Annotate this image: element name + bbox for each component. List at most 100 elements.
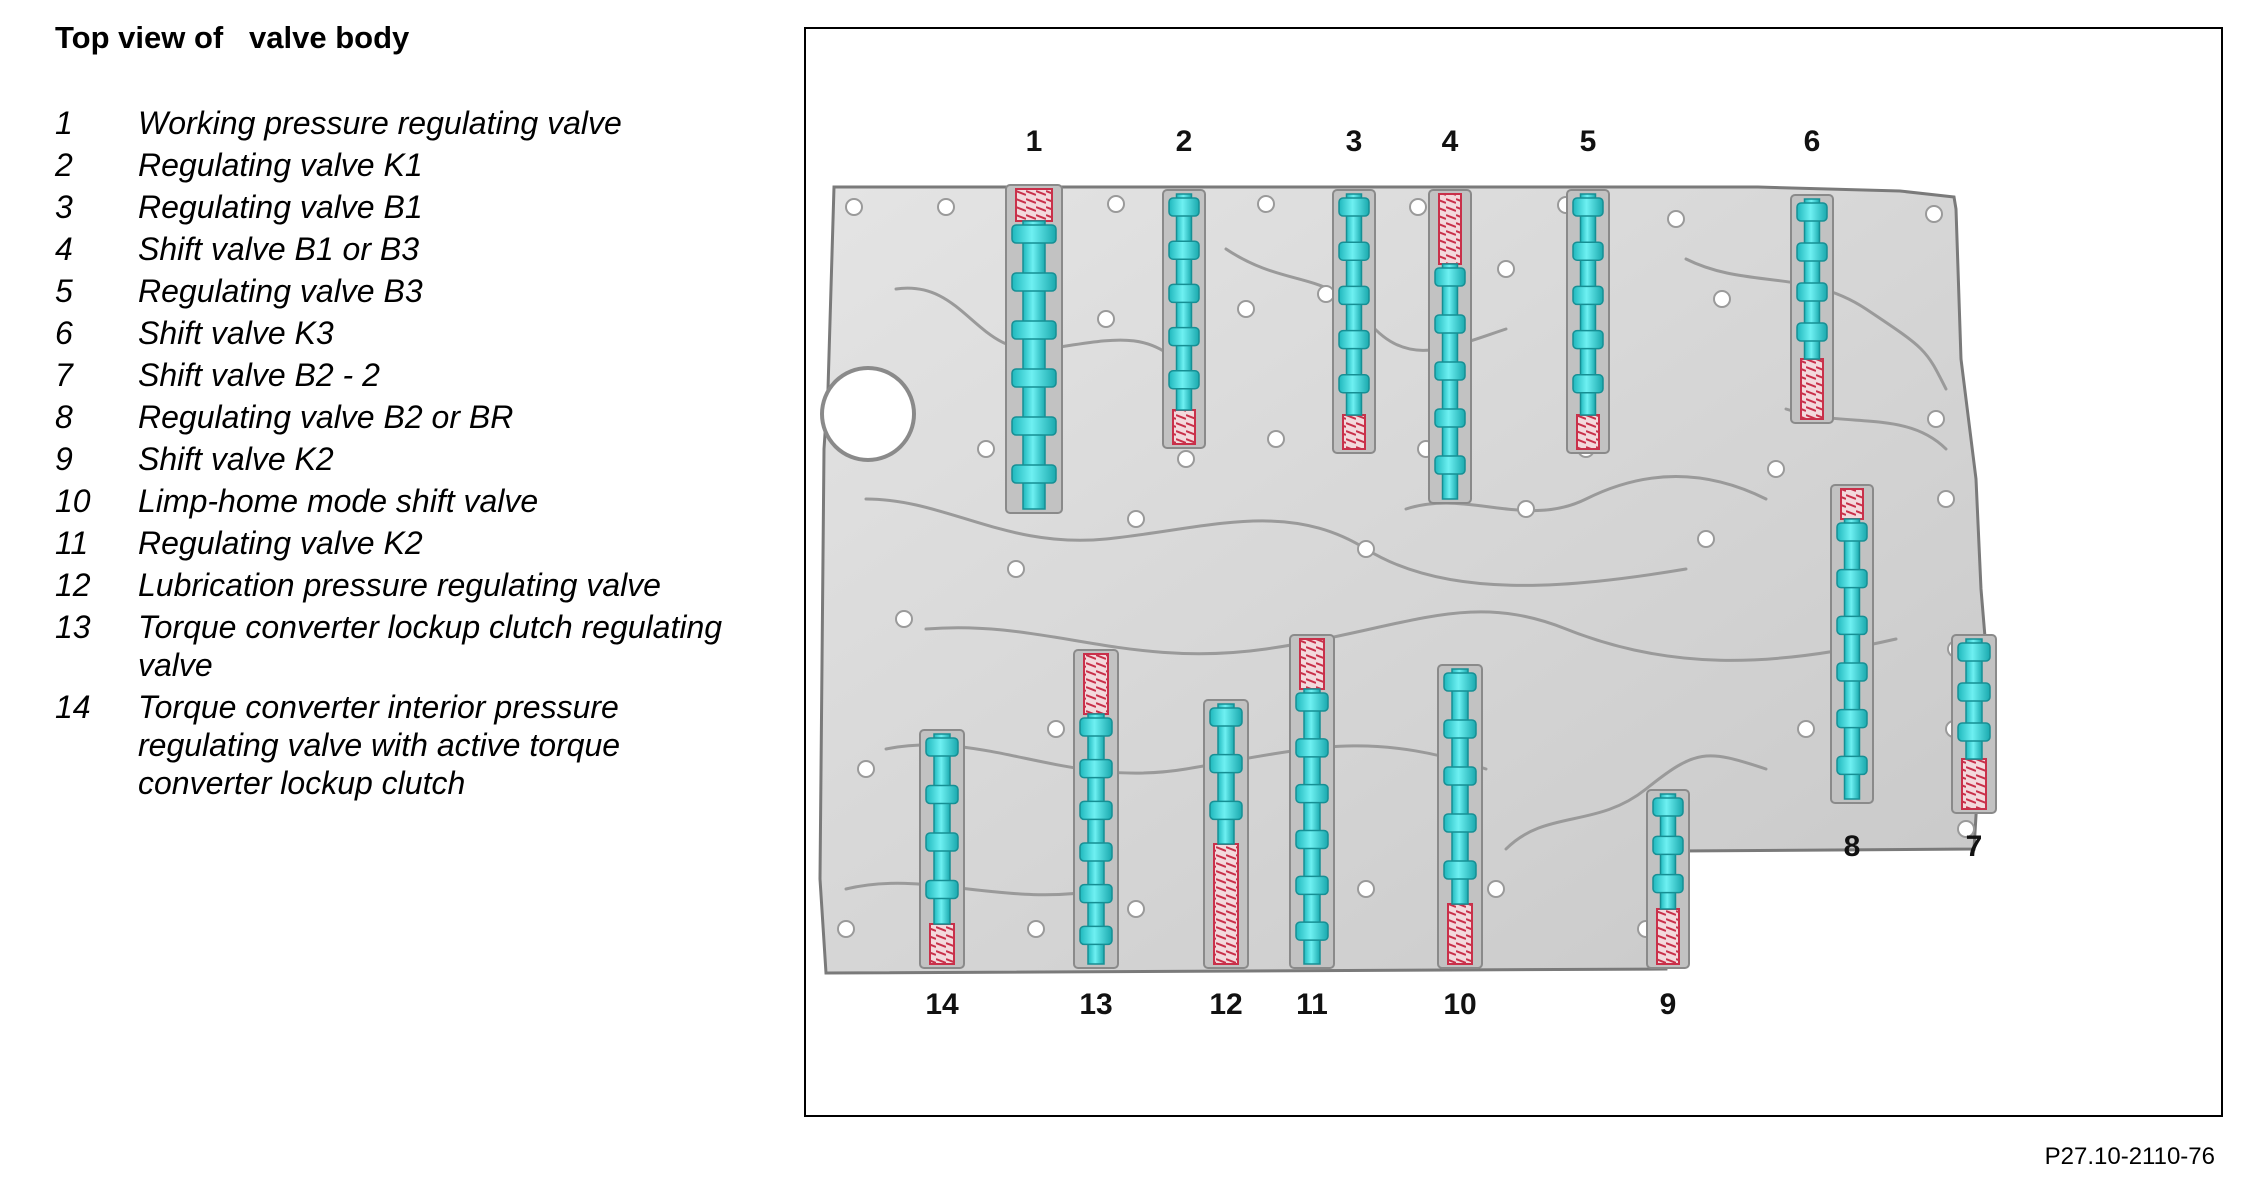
valve-spool bbox=[1203, 699, 1249, 969]
legend-number: 9 bbox=[55, 441, 73, 477]
plate-hole bbox=[1937, 490, 1955, 508]
page-title: Top view of valve body bbox=[55, 20, 410, 55]
callout-label: 6 bbox=[1804, 125, 1821, 158]
valve-spool bbox=[1332, 189, 1376, 454]
legend-number: 8 bbox=[55, 399, 73, 435]
legend-number: 10 bbox=[55, 483, 91, 519]
plate-hole bbox=[1097, 310, 1115, 328]
plate-hole bbox=[845, 198, 863, 216]
legend-number: 13 bbox=[55, 609, 91, 645]
legend-number: 7 bbox=[55, 357, 73, 393]
plate-hole bbox=[1357, 540, 1375, 558]
plate-hole bbox=[1007, 560, 1025, 578]
callout-label: 9 bbox=[1660, 988, 1677, 1021]
valve-spool bbox=[1073, 649, 1119, 969]
legend-item: 7 Shift valve B2 - 2 bbox=[55, 356, 755, 394]
legend-item: 14 Torque converter interior pressure reg… bbox=[55, 688, 755, 802]
plate-hole bbox=[1127, 510, 1145, 528]
legend-item: 11 Regulating valve K2 bbox=[55, 524, 755, 562]
legend-text: Limp-home mode shift valve bbox=[138, 483, 539, 519]
legend-text: Shift valve B2 - 2 bbox=[138, 357, 380, 393]
valve-spool bbox=[1646, 789, 1690, 969]
valve-spool bbox=[1428, 189, 1472, 504]
legend-text: Torque converter lockup clutch regulatin… bbox=[138, 609, 723, 683]
valve-spool bbox=[1162, 189, 1206, 449]
plate-hole bbox=[895, 610, 913, 628]
valve-body-diagram: 1 2 3 4 5 6 7 8 9 10 11 12 13 14 bbox=[818, 125, 1997, 1021]
valve-spool bbox=[1830, 484, 1874, 804]
legend-text: Torque converter interior pressure regul… bbox=[138, 689, 621, 801]
plate-hole bbox=[1127, 900, 1145, 918]
plate-hole bbox=[1497, 260, 1515, 278]
plate-hole bbox=[1267, 430, 1285, 448]
plate-hole bbox=[1517, 500, 1535, 518]
callout-label: 14 bbox=[925, 988, 959, 1021]
plate-hole bbox=[1357, 880, 1375, 898]
legend-text: Shift valve K2 bbox=[138, 441, 334, 477]
legend-item: 8 Regulating valve B2 or BR bbox=[55, 398, 755, 436]
plate-hole bbox=[1667, 210, 1685, 228]
plate-hole bbox=[1797, 720, 1815, 738]
valve-spool bbox=[1437, 664, 1483, 969]
plate-hole bbox=[1257, 195, 1275, 213]
legend-number: 14 bbox=[55, 689, 91, 725]
callout-label: 11 bbox=[1296, 988, 1328, 1021]
valve-spool bbox=[1951, 634, 1997, 814]
legend-text: Working pressure regulating valve bbox=[138, 105, 622, 141]
plate-hole bbox=[1237, 300, 1255, 318]
plate-hole bbox=[1409, 198, 1427, 216]
plate-hole bbox=[1925, 205, 1943, 223]
legend-number: 4 bbox=[55, 231, 73, 267]
legend-item: 10 Limp-home mode shift valve bbox=[55, 482, 755, 520]
legend-text: Shift valve K3 bbox=[138, 315, 334, 351]
legend-text: Lubrication pressure regulating valve bbox=[138, 567, 661, 603]
callout-label: 8 bbox=[1844, 830, 1861, 863]
plate-hole bbox=[1927, 410, 1945, 428]
callout-label: 3 bbox=[1346, 125, 1363, 158]
callout-label: 13 bbox=[1079, 988, 1112, 1021]
plate-hole bbox=[837, 920, 855, 938]
legend-number: 11 bbox=[55, 525, 89, 561]
legend-item: 1 Working pressure regulating valve bbox=[55, 104, 755, 142]
plate-hole bbox=[1027, 920, 1045, 938]
legend-item: 13 Torque converter lockup clutch regulat… bbox=[55, 608, 755, 684]
valve-spool bbox=[1566, 189, 1610, 454]
legend-text: Shift valve B1 or B3 bbox=[138, 231, 420, 267]
plate-hole bbox=[1317, 285, 1335, 303]
legend-number: 3 bbox=[55, 189, 73, 225]
valve-spool bbox=[1790, 194, 1834, 424]
plate-hole bbox=[857, 760, 875, 778]
plate-hole bbox=[1713, 290, 1731, 308]
valve-spool bbox=[919, 729, 965, 969]
plate-hole bbox=[937, 198, 955, 216]
plate-hole bbox=[1487, 880, 1505, 898]
plate-hole bbox=[1767, 460, 1785, 478]
legend-text: Regulating valve K2 bbox=[138, 525, 423, 561]
callout-label: 10 bbox=[1443, 988, 1476, 1021]
plate-hole bbox=[1697, 530, 1715, 548]
valve-spool bbox=[1289, 634, 1335, 969]
legend-item: 9 Shift valve K2 bbox=[55, 440, 755, 478]
callout-label: 7 bbox=[1966, 830, 1983, 863]
plate-hole bbox=[1107, 195, 1125, 213]
legend-number: 2 bbox=[55, 147, 73, 183]
legend-text: Regulating valve B2 or BR bbox=[138, 399, 514, 435]
valve-spool bbox=[1005, 184, 1063, 514]
legend-number: 1 bbox=[55, 105, 73, 141]
legend-number: 5 bbox=[55, 273, 73, 309]
callout-label: 1 bbox=[1026, 125, 1043, 158]
plate-hole bbox=[977, 440, 995, 458]
diagram-frame: 1 2 3 4 5 6 7 8 9 10 11 12 13 14 bbox=[804, 27, 2223, 1117]
plate-bore-hole bbox=[820, 366, 916, 462]
legend-item: 4 Shift valve B1 or B3 bbox=[55, 230, 755, 268]
callout-label: 12 bbox=[1209, 988, 1242, 1021]
plate-hole bbox=[1047, 720, 1065, 738]
plate-hole bbox=[1957, 820, 1975, 838]
legend-number: 12 bbox=[55, 567, 91, 603]
plate-hole bbox=[1177, 450, 1195, 468]
legend-text: Regulating valve B1 bbox=[138, 189, 423, 225]
legend-item: 3 Regulating valve B1 bbox=[55, 188, 755, 226]
legend-item: 12 Lubrication pressure regulating valve bbox=[55, 566, 755, 604]
callout-label: 2 bbox=[1176, 125, 1193, 158]
